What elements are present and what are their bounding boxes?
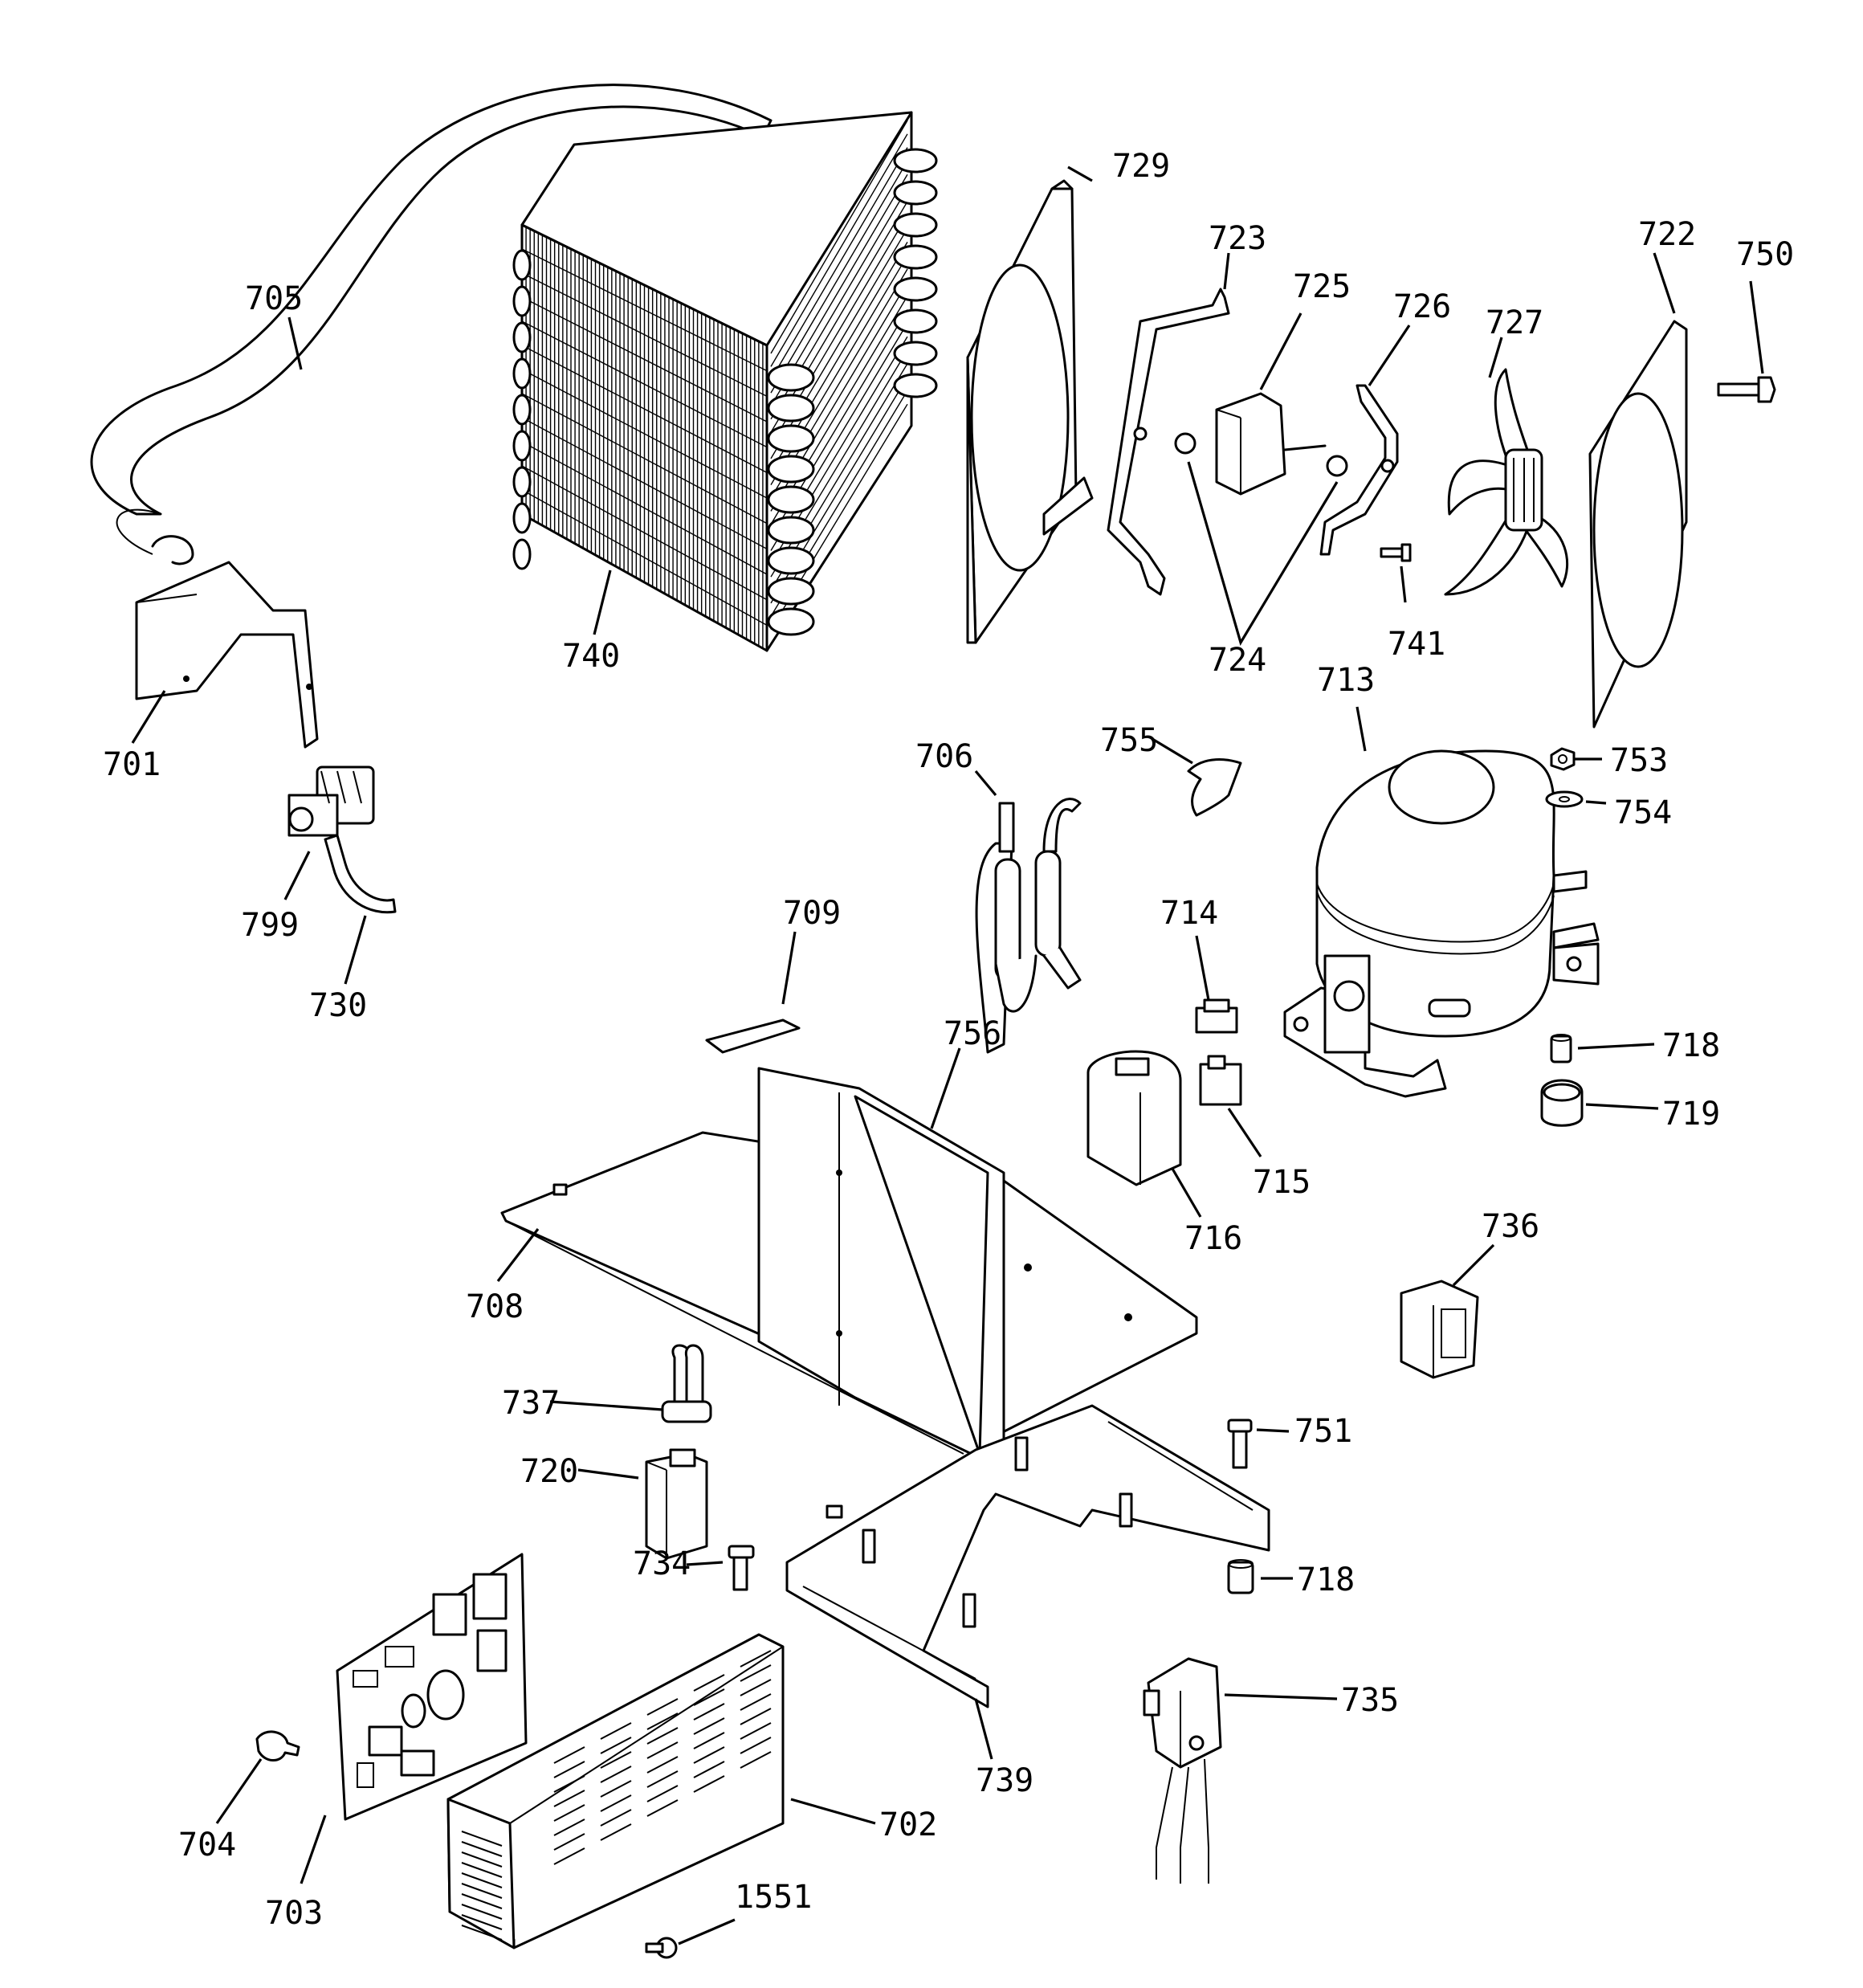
part-722-fan-shroud (1588, 320, 1688, 729)
part-719-grommet (1540, 1079, 1584, 1127)
callout-703: 703 (265, 1895, 323, 1932)
part-714-start-relay (1195, 998, 1238, 1034)
part-740-condenser-coil (512, 111, 938, 652)
part-753-nut (1550, 747, 1576, 771)
part-751-bolt (1227, 1419, 1253, 1469)
callout-756: 756 (944, 1015, 1001, 1052)
callout-706: 706 (915, 738, 973, 775)
part-727-fan-blade (1444, 368, 1569, 596)
callout-736: 736 (1482, 1208, 1539, 1245)
callout-750: 750 (1736, 236, 1794, 273)
callout-735: 735 (1341, 1682, 1399, 1719)
callout-730: 730 (309, 987, 367, 1024)
callout-729: 729 (1112, 148, 1170, 185)
callout-718-top: 718 (1662, 1027, 1720, 1064)
callout-737: 737 (502, 1385, 560, 1422)
part-702-control-cover (446, 1633, 785, 1949)
callout-755: 755 (1100, 722, 1158, 759)
callout-715: 715 (1253, 1164, 1311, 1201)
callout-701: 701 (103, 746, 161, 783)
callout-709: 709 (783, 895, 841, 932)
callout-741: 741 (1388, 626, 1445, 663)
part-723-motor-bracket (1107, 288, 1230, 596)
part-750-screw (1717, 376, 1776, 403)
callout-753: 753 (1610, 742, 1668, 779)
callout-720: 720 (520, 1453, 578, 1490)
part-741-screw (1380, 543, 1412, 562)
part-739-compressor-mount (785, 1404, 1270, 1708)
callout-718-bottom: 718 (1297, 1561, 1355, 1598)
callout-719: 719 (1662, 1096, 1720, 1133)
part-1551-screw (645, 1937, 678, 1959)
callout-1551: 1551 (735, 1879, 812, 1916)
part-718-spacer-bottom (1227, 1559, 1254, 1594)
callout-702: 702 (879, 1806, 937, 1843)
part-713-compressor (1283, 749, 1600, 1098)
callout-727: 727 (1486, 304, 1543, 341)
part-799-water-valve (287, 765, 397, 914)
callout-705: 705 (245, 280, 303, 317)
callout-labels: 705 701 799 730 740 729 723 725 726 727 … (103, 148, 1794, 1932)
part-734-bolt (728, 1545, 755, 1591)
part-725-fan-motor (1174, 392, 1348, 496)
part-735-power-switch (1143, 1657, 1222, 1884)
callout-724: 724 (1209, 642, 1266, 679)
part-703-control-board (336, 1553, 528, 1821)
callout-734: 734 (633, 1545, 691, 1582)
callout-716: 716 (1184, 1220, 1242, 1257)
callout-708: 708 (466, 1288, 524, 1325)
callout-704: 704 (178, 1827, 236, 1863)
part-715-overload (1199, 1055, 1242, 1106)
part-716-terminal-cover (1086, 1050, 1182, 1186)
part-756-divider-panel (757, 1067, 1005, 1459)
callout-725: 725 (1293, 268, 1351, 305)
part-706-drier (975, 798, 1082, 1054)
part-709-foam-strip (705, 1018, 801, 1054)
part-718-spacer-top (1550, 1034, 1572, 1063)
callout-751: 751 (1294, 1413, 1352, 1450)
callout-740: 740 (562, 638, 620, 675)
part-720-run-capacitor (645, 1448, 708, 1560)
leader-lines (131, 165, 1764, 1945)
part-701-bracket (135, 561, 319, 749)
callout-739: 739 (976, 1762, 1033, 1799)
part-705-drain-tube (90, 84, 773, 565)
callout-754: 754 (1614, 794, 1672, 831)
part-754-washer (1545, 790, 1584, 808)
part-729-fan-shroud (966, 179, 1094, 644)
callout-722: 722 (1638, 216, 1696, 253)
part-736-rocker-switch (1400, 1280, 1479, 1379)
callout-726: 726 (1393, 288, 1451, 325)
part-755-foam-tape (1187, 758, 1242, 817)
callout-714: 714 (1160, 895, 1218, 932)
part-704-standoff (255, 1730, 300, 1761)
part-726-motor-bracket (1319, 384, 1399, 556)
callout-799: 799 (241, 907, 299, 944)
callout-713: 713 (1317, 662, 1375, 699)
part-737-wire-clip (661, 1344, 712, 1423)
callout-723: 723 (1209, 220, 1266, 257)
